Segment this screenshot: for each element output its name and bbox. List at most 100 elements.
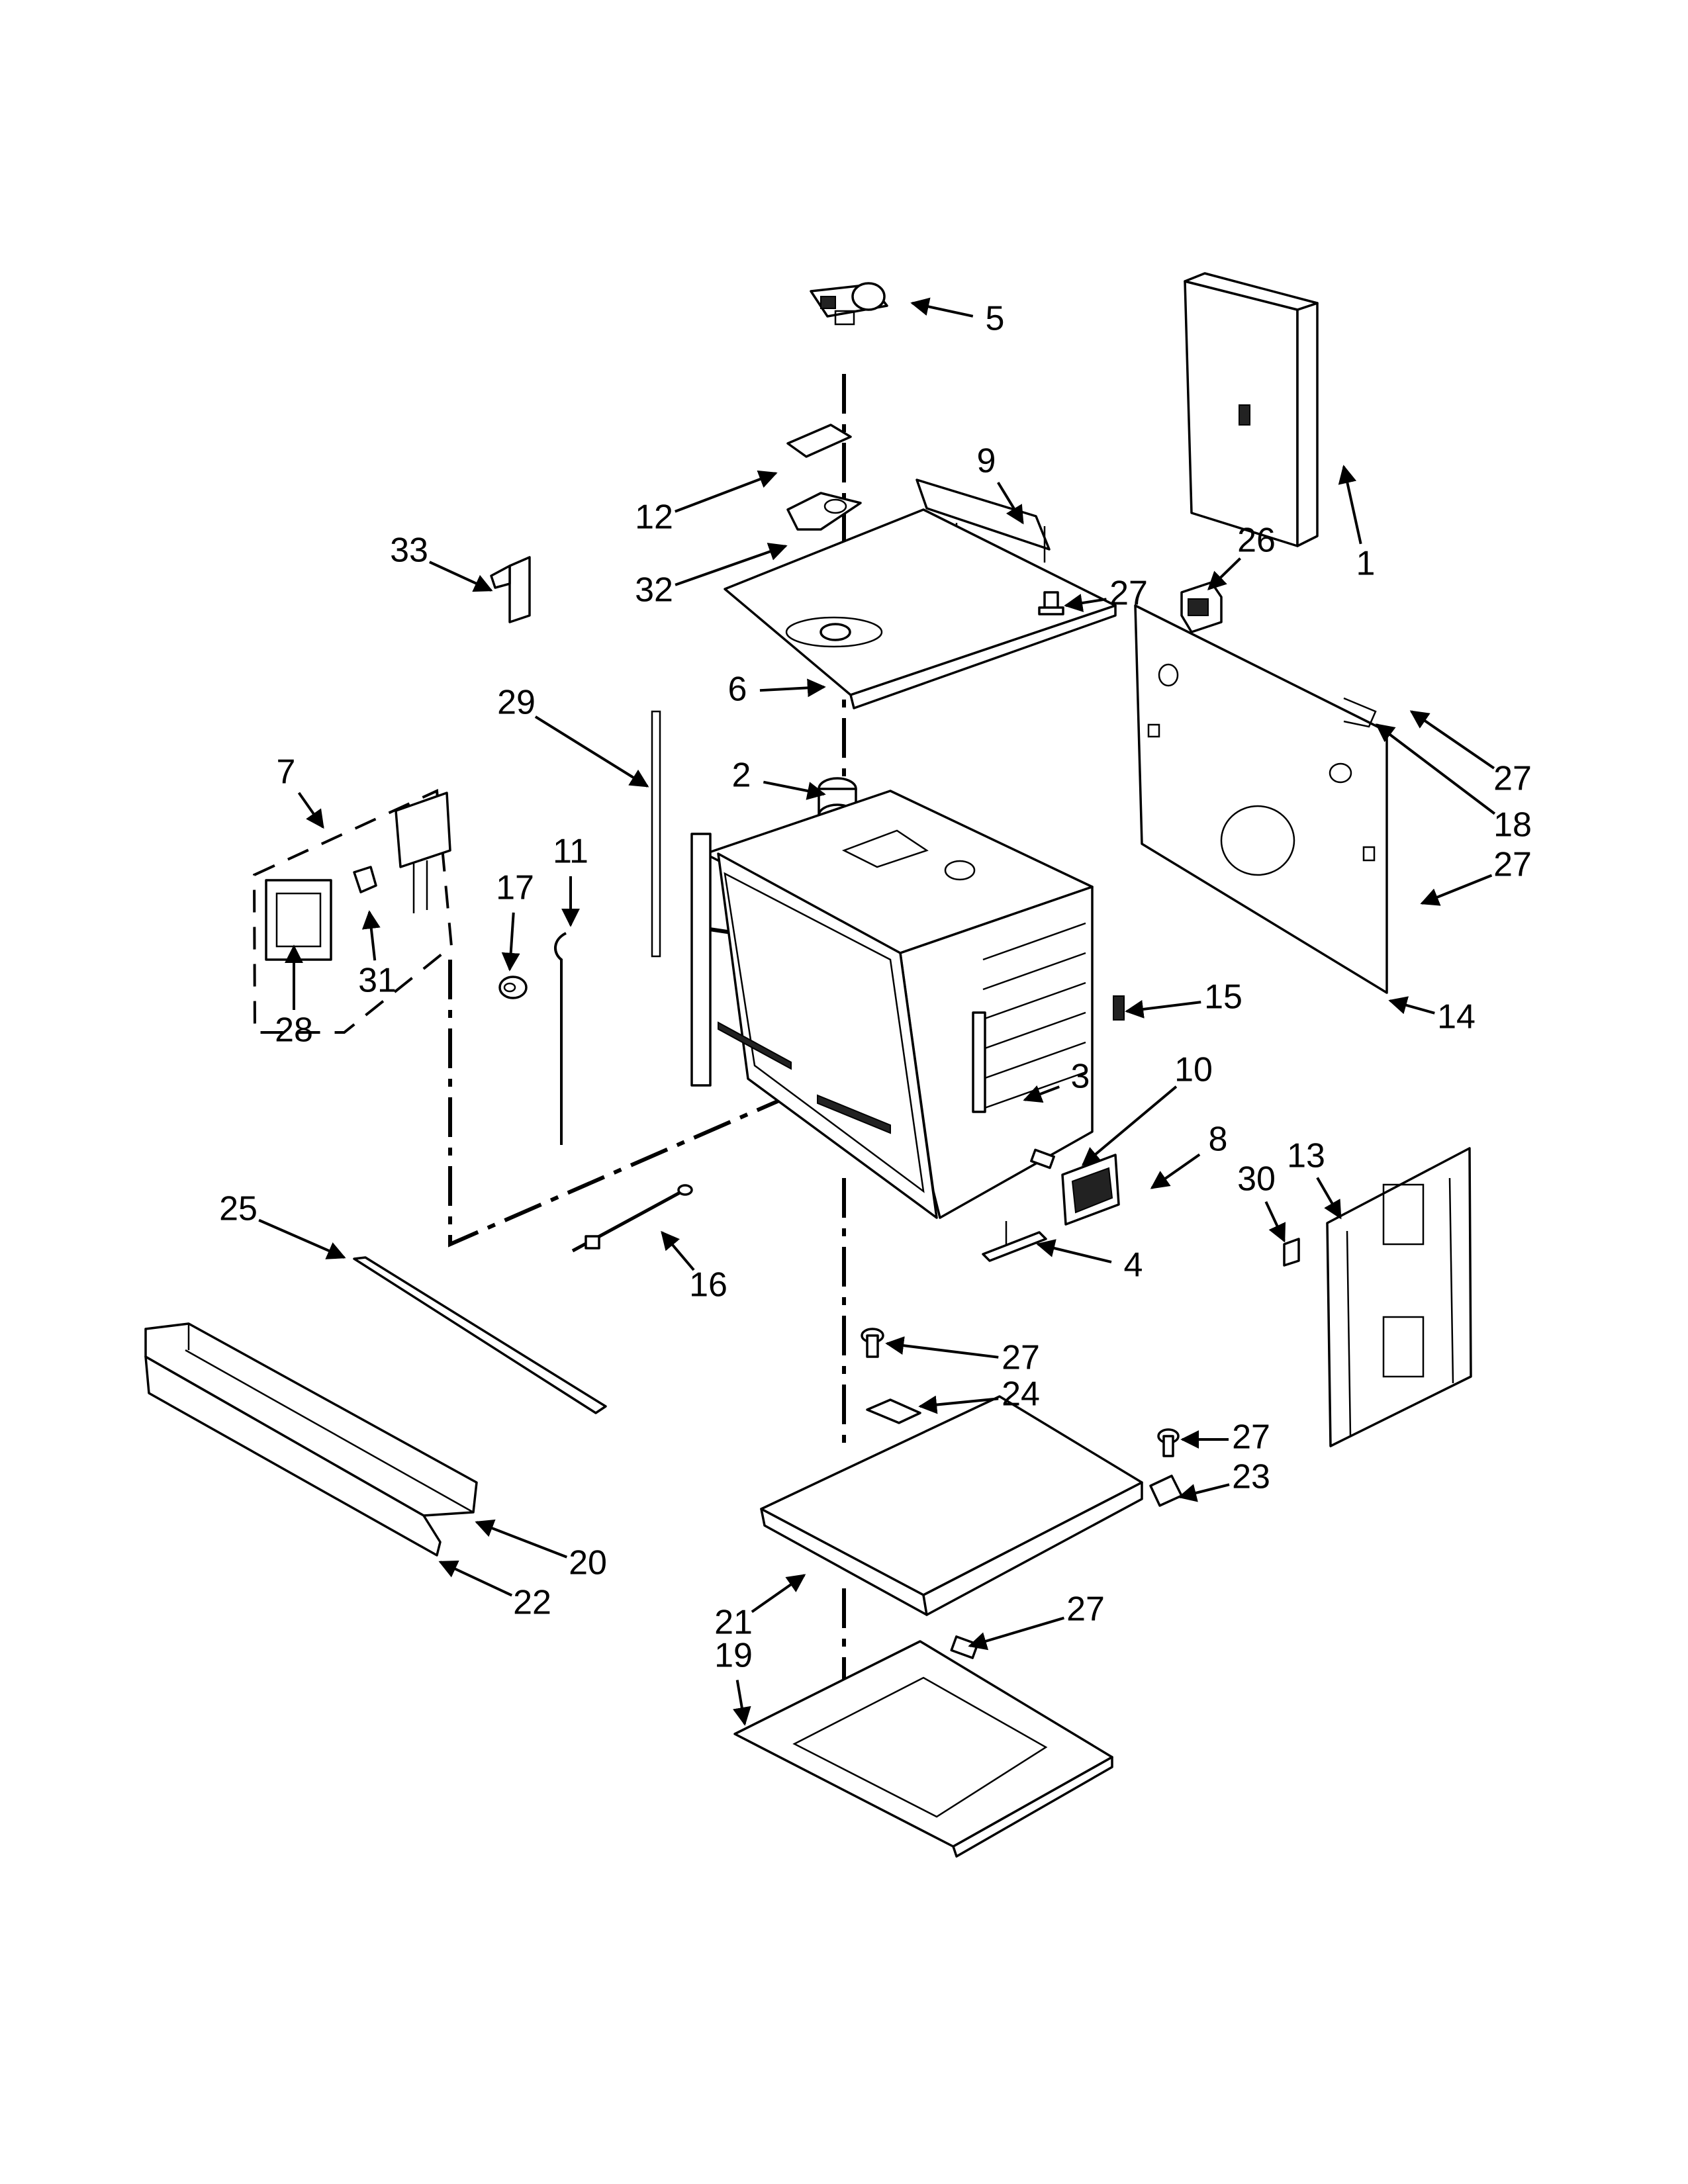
callout-label-19: 19 [714, 1637, 753, 1675]
callout-label-31: 31 [358, 962, 397, 1000]
callout-label-27: 27 [1066, 1590, 1105, 1629]
part-19-bottom-tray [733, 1640, 1113, 1858]
callout-leader-27 [968, 1616, 1064, 1651]
callout-leader-16 [661, 1230, 695, 1271]
part-12-bracket [786, 424, 852, 458]
part-16-sensor [571, 1184, 693, 1253]
part-22-rail [144, 1355, 442, 1557]
callout-leader-15 [1125, 1000, 1201, 1019]
callout-leader-13 [1316, 1177, 1342, 1220]
callout-leader-27 [1420, 874, 1493, 906]
callout-leader-24 [918, 1395, 999, 1414]
part-24-bracket [866, 1398, 921, 1424]
callout-label-22: 22 [513, 1584, 551, 1622]
callout-leader-25 [258, 1218, 346, 1259]
callout-leader-29 [534, 715, 649, 788]
callout-label-28: 28 [275, 1011, 313, 1050]
callout-label-17: 17 [496, 869, 534, 907]
part-23-bracket [1149, 1428, 1183, 1507]
callout-label-27: 27 [1232, 1418, 1270, 1457]
callout-leader-17 [501, 912, 520, 972]
part-4-bracket [982, 1221, 1047, 1262]
callout-label-23: 23 [1232, 1458, 1270, 1496]
part-21-bottom-plate [760, 1395, 1143, 1616]
part-5-motor [810, 282, 888, 326]
callout-label-24: 24 [1002, 1375, 1040, 1414]
callout-label-13: 13 [1287, 1137, 1325, 1175]
callout-label-9: 9 [977, 442, 996, 480]
callout-leader-18 [1375, 723, 1496, 815]
part-11-element [554, 932, 567, 1145]
callout-label-18: 18 [1493, 806, 1532, 844]
callout-label-15: 15 [1204, 978, 1243, 1017]
part-14-rear-panel [1134, 604, 1388, 994]
part-6-top-panel [724, 508, 1117, 709]
part-27-screw-3 [950, 1635, 979, 1659]
callout-leader-27 [1064, 594, 1107, 612]
callout-label-20: 20 [569, 1544, 607, 1582]
callout-leader-7 [297, 792, 324, 829]
part-7-control-group [252, 789, 453, 1034]
callout-leader-19 [732, 1680, 751, 1726]
callout-label-5: 5 [986, 300, 1005, 338]
callout-leader-22 [438, 1560, 513, 1597]
callout-label-11: 11 [553, 833, 588, 871]
part-13-side-panel [1326, 1147, 1472, 1447]
callout-label-27: 27 [1493, 846, 1532, 884]
callout-label-1: 1 [1356, 545, 1376, 583]
callout-leader-1 [1338, 465, 1362, 545]
part-18-clip [1343, 697, 1377, 728]
part-27-screw-2 [861, 1328, 884, 1358]
callout-leader-2 [763, 780, 826, 800]
callout-label-30: 30 [1237, 1160, 1276, 1199]
callout-leader-30 [1264, 1201, 1286, 1243]
callout-label-10: 10 [1174, 1051, 1213, 1089]
callout-leader-33 [429, 561, 493, 592]
callout-label-26: 26 [1237, 522, 1276, 560]
callout-label-4: 4 [1124, 1246, 1143, 1285]
callout-label-25: 25 [219, 1190, 258, 1228]
part-27-screw [1038, 591, 1064, 615]
callout-leader-20 [475, 1520, 568, 1559]
callout-label-8: 8 [1209, 1120, 1228, 1159]
callout-label-16: 16 [689, 1266, 727, 1304]
callout-leader-3 [1023, 1085, 1060, 1103]
callout-label-29: 29 [497, 684, 536, 722]
callout-label-7: 7 [277, 753, 296, 792]
callout-label-27: 27 [1493, 760, 1532, 798]
callout-leader-5 [910, 297, 974, 318]
callout-label-33: 33 [390, 531, 428, 570]
callout-label-27: 27 [1109, 574, 1148, 613]
part-33-bracket [490, 556, 531, 623]
callout-label-3: 3 [1071, 1058, 1090, 1096]
part-1-rear-cover [1184, 272, 1319, 547]
callout-label-2: 2 [732, 756, 751, 795]
callout-leader-12 [675, 470, 778, 513]
part-25-rail [353, 1256, 607, 1414]
callout-leader-10 [1081, 1085, 1178, 1166]
callout-label-32: 32 [635, 571, 673, 610]
part-32-bracket [786, 492, 862, 531]
callout-label-12: 12 [635, 498, 673, 537]
callout-label-21: 21 [714, 1604, 753, 1642]
callout-leader-31 [361, 910, 381, 961]
callout-leader-23 [1178, 1483, 1230, 1502]
callout-layer: 5 9 12 32 33 26 1 27 6 29 27 2 18 7 11 17 27 31 28 15 14 3 10 8… [219, 297, 1532, 1726]
part-26-bracket [1180, 581, 1223, 633]
callout-label-27: 27 [1002, 1339, 1040, 1377]
part-30-clip [1283, 1238, 1300, 1267]
callout-label-6: 6 [728, 670, 747, 709]
callout-leader-14 [1388, 996, 1435, 1015]
callout-leader-6 [759, 678, 826, 698]
part-17-knob [498, 976, 528, 999]
callout-leader-32 [675, 543, 788, 586]
callout-leader-27 [885, 1336, 999, 1359]
callout-leader-8 [1150, 1153, 1201, 1189]
callout-leader-26 [1207, 557, 1242, 590]
callout-label-14: 14 [1437, 998, 1476, 1036]
part-8-vent [1061, 1154, 1120, 1226]
callout-leader-9 [997, 481, 1024, 525]
oven-cavity [690, 790, 1125, 1219]
callout-leader-21 [751, 1574, 806, 1614]
